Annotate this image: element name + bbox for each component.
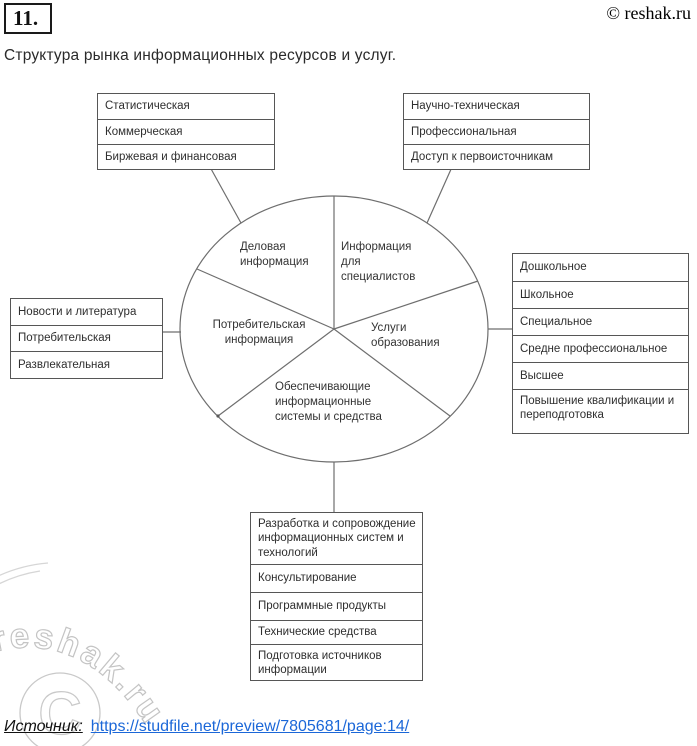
- list-item: Развлекательная: [11, 351, 162, 378]
- watermark-ring-arc-outer: [0, 562, 49, 576]
- connector-business-box: [209, 166, 242, 224]
- specialists-info-list: Научно-техническая Профессиональная Дост…: [403, 93, 590, 170]
- sector-divider-lower-left: [217, 328, 335, 417]
- list-item: Потребительская: [11, 325, 162, 351]
- sector-label-business: Деловая информация: [240, 241, 309, 268]
- list-item: Разработка и сопровождение информационны…: [258, 518, 416, 559]
- sector-label-education-services: Услуги образования: [371, 322, 440, 349]
- business-info-list: Статистическая Коммерческая Биржевая и ф…: [97, 93, 275, 170]
- sector-label-consumer: Потребительская информация: [212, 319, 306, 346]
- list-item: Подготовка источников информации: [251, 644, 422, 680]
- watermark-copyright-letter: C: [38, 680, 81, 746]
- watermark-text: reshak.ru: [0, 616, 173, 732]
- diagram-title: Структура рынка информационных ресурсов …: [4, 47, 397, 64]
- sector-divider-lower-right: [333, 328, 451, 417]
- connector-specialists-box: [426, 166, 453, 224]
- list-item: Программные продукты: [251, 592, 422, 620]
- list-item: Технические средства: [251, 620, 422, 644]
- support-systems-list: Разработка и сопровождение информационны…: [250, 512, 423, 681]
- list-item: Высшее: [513, 362, 688, 389]
- list-item: Научно-техническая: [411, 100, 520, 113]
- list-item: Специальное: [513, 308, 688, 335]
- sector-label-specialists: Информация для специалистов: [341, 241, 416, 283]
- list-item: Новости и литература: [18, 305, 137, 318]
- list-item: Средне профессиональное: [513, 335, 688, 362]
- sector-divider-right: [333, 280, 479, 330]
- list-item: Статистическая: [105, 100, 190, 113]
- watermark-ring-arc-inner: [0, 570, 41, 585]
- watermark-copyright-circle: [19, 672, 101, 746]
- sector-divider-upper-left: [196, 268, 335, 330]
- source-url-link[interactable]: https://studfile.net/preview/7805681/pag…: [90, 718, 410, 735]
- consumer-info-list: Новости и литература Потребительская Раз…: [10, 298, 163, 379]
- site-copyright: © reshak.ru: [606, 3, 691, 23]
- pie-diagram: [163, 166, 512, 512]
- education-services-list: Дошкольное Школьное Специальное Средне п…: [512, 253, 689, 434]
- list-item: Повышение квалификации и переподготовка: [513, 389, 688, 433]
- edge-dot: [216, 414, 220, 418]
- lesson-number-badge: 11.: [4, 3, 52, 34]
- source-line: Источник: https://studfile.net/preview/78…: [4, 718, 409, 736]
- list-item: Биржевая и финансовая: [98, 144, 274, 169]
- list-item: Консультирование: [251, 564, 422, 592]
- sector-label-support-systems: Обеспечивающие информационные системы и …: [275, 381, 382, 423]
- source-label: Источник:: [4, 718, 83, 735]
- list-item: Коммерческая: [98, 119, 274, 144]
- list-item: Дошкольное: [520, 261, 587, 274]
- list-item: Доступ к первоисточникам: [404, 144, 589, 169]
- list-item: Профессиональная: [404, 119, 589, 144]
- list-item: Школьное: [513, 281, 688, 308]
